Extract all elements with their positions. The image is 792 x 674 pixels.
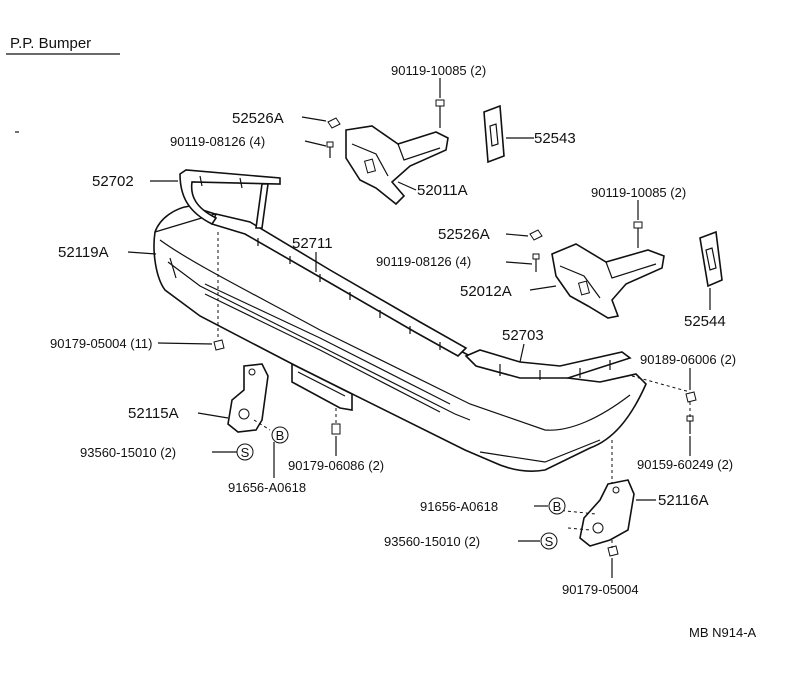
label-90179-05004-left: 90179-05004 (11) bbox=[50, 336, 152, 351]
label-90179-06086: 90179-06086 (2) bbox=[288, 458, 384, 473]
label-52544: 52544 bbox=[684, 313, 726, 330]
screw-marker-left-text: S bbox=[241, 445, 250, 460]
leader-lines bbox=[127, 78, 711, 578]
retainer-52702 bbox=[179, 169, 281, 229]
screw-marker-right: S bbox=[540, 532, 558, 550]
label-90159-60249: 90159-60249 (2) bbox=[637, 457, 733, 472]
label-91656-A0618-left: 91656-A0618 bbox=[228, 480, 306, 495]
label-52702: 52702 bbox=[92, 173, 134, 190]
label-90119-08126-top: 90119-08126 (4) bbox=[170, 134, 265, 149]
label-91656-A0618-right: 91656-A0618 bbox=[420, 499, 498, 514]
license-bracket bbox=[291, 362, 353, 411]
label-52012A: 52012A bbox=[460, 283, 512, 300]
retainer-52703 bbox=[464, 349, 632, 380]
pad-52544 bbox=[699, 230, 723, 288]
label-52703: 52703 bbox=[502, 327, 544, 344]
label-52711: 52711 bbox=[292, 235, 333, 252]
bolt-marker-right: B bbox=[548, 497, 566, 515]
screw-marker-right-text: S bbox=[545, 534, 554, 549]
label-52119A: 52119A bbox=[58, 244, 109, 261]
bolt-hardware bbox=[213, 99, 697, 557]
label-90189-06006: 90189-06006 (2) bbox=[640, 352, 736, 367]
diagram-title: P.P. Bumper bbox=[10, 35, 91, 52]
pad-52543 bbox=[483, 104, 505, 164]
label-52543: 52543 bbox=[534, 130, 576, 147]
arm-bracket-52012A bbox=[551, 243, 665, 319]
side-bracket-52116A bbox=[579, 479, 635, 547]
bolt-marker-left: B bbox=[271, 426, 289, 444]
label-52115A: 52115A bbox=[128, 405, 179, 422]
label-52526A-mid: 52526A bbox=[438, 226, 490, 243]
label-52526A-top: 52526A bbox=[232, 110, 284, 127]
label-90119-08126-mid: 90119-08126 (4) bbox=[376, 254, 471, 269]
label-93560-15010-left: 93560-15010 (2) bbox=[80, 445, 176, 460]
label-52011A: 52011A bbox=[417, 182, 468, 199]
reinforcement-52711 bbox=[210, 213, 468, 357]
screw-marker-left: S bbox=[236, 443, 254, 461]
label-90119-10085-mid: 90119-10085 (2) bbox=[591, 185, 686, 200]
bolt-marker-left-text: B bbox=[276, 428, 285, 443]
arm-bracket-52011A bbox=[345, 125, 449, 206]
label-90119-10085-top: 90119-10085 (2) bbox=[391, 63, 486, 78]
bolt-marker-right-text: B bbox=[553, 499, 562, 514]
label-93560-15010-right: 93560-15010 (2) bbox=[384, 534, 480, 549]
label-90179-05004-bottom: 90179-05004 bbox=[562, 582, 639, 597]
diagram-code: MB N914-A bbox=[689, 625, 757, 640]
side-bracket-52115A bbox=[227, 363, 269, 433]
label-52116A: 52116A bbox=[658, 492, 709, 509]
